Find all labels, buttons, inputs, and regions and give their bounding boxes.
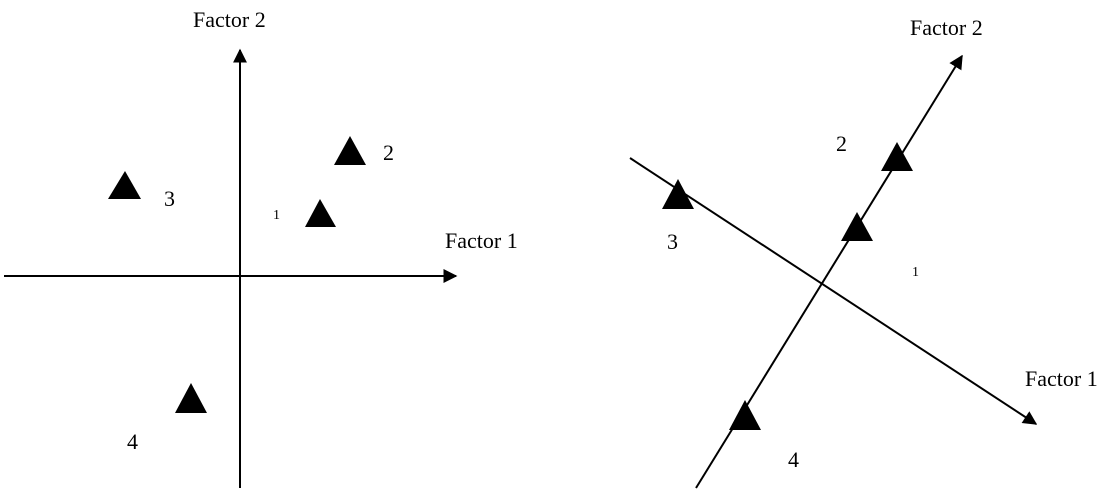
- left-point-1-label: 1: [273, 208, 280, 223]
- right-factor2-label: Factor 2: [910, 15, 983, 40]
- right-point-2-label: 2: [836, 131, 847, 156]
- left-point-3-label: 3: [164, 186, 175, 211]
- left-factor1-label: Factor 1: [445, 228, 518, 253]
- right-point-1-marker: [841, 212, 873, 241]
- left-panel: Factor 2 Factor 1 1 2 3 4: [4, 7, 518, 488]
- right-point-3-label: 3: [667, 229, 678, 254]
- right-factor1-label: Factor 1: [1025, 366, 1098, 391]
- right-point-4-marker: [729, 400, 761, 430]
- right-panel: Factor 2 Factor 1 1 2 3 4: [629, 15, 1098, 489]
- left-point-1-marker: [305, 199, 336, 227]
- right-point-2-marker: [881, 142, 913, 171]
- right-point-4-label: 4: [788, 447, 799, 472]
- right-point-1-label: 1: [912, 265, 919, 280]
- right-point-3-marker: [662, 179, 694, 209]
- left-point-2-label: 2: [383, 140, 394, 165]
- left-point-4-label: 4: [127, 429, 138, 454]
- left-point-2-marker: [334, 136, 366, 165]
- left-point-3-marker: [108, 171, 141, 199]
- right-factor1-axis: [629, 157, 1038, 425]
- left-point-4-marker: [175, 383, 207, 413]
- left-factor2-label: Factor 2: [193, 7, 266, 32]
